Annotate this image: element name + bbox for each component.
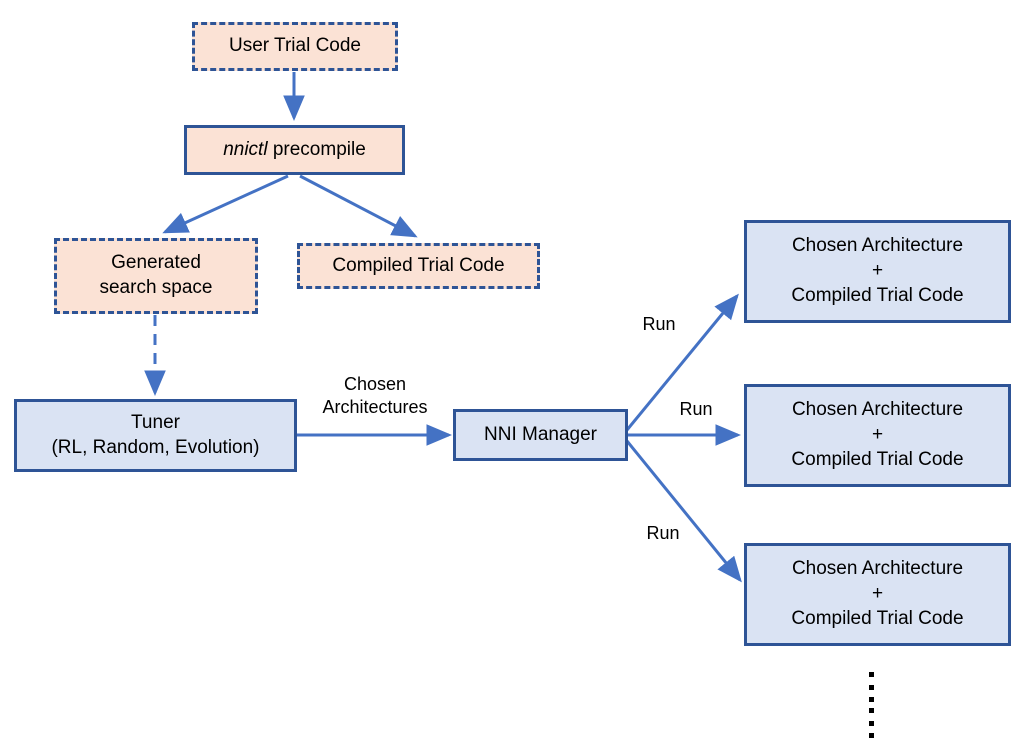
ellipsis-dot	[868, 720, 874, 726]
node-tuner-line2: (RL, Random, Evolution)	[51, 436, 260, 458]
node-user-trial-code[interactable]: User Trial Code	[192, 22, 398, 71]
nnictl-precompile-suffix: precompile	[267, 138, 366, 160]
node-trial-1-line2: +	[871, 260, 884, 282]
edge-label-run-bottom: Run	[646, 523, 680, 543]
ellipsis-dot	[868, 733, 874, 738]
edge-nnimanager-to-trial3	[625, 440, 742, 583]
edge-label-run-middle: Run	[679, 399, 713, 419]
node-tuner-line1: Tuner	[131, 411, 180, 433]
ellipsis-dot	[868, 697, 874, 702]
node-compiled-trial-code[interactable]: Compiled Trial Code	[297, 243, 540, 289]
node-trial-2-line1: Chosen Architecture	[791, 399, 964, 421]
edge-nnictl-to-compiledcode	[299, 174, 418, 238]
ellipsis-dot	[868, 708, 874, 713]
node-user-trial-code-label: User Trial Code	[229, 35, 361, 57]
node-trial-3-line2: +	[871, 583, 884, 605]
node-nnictl-precompile[interactable]: nnictl precompile	[184, 125, 405, 175]
ellipsis-dot	[868, 672, 874, 677]
edge-nnictl-to-searchspace	[162, 174, 289, 234]
node-trial-2-line2: +	[871, 424, 884, 446]
node-trial-3-line3: Compiled Trial Code	[791, 607, 964, 629]
node-trial-1[interactable]: Chosen Architecture + Compiled Trial Cod…	[744, 220, 1011, 323]
edge-label-chosen-architectures-line1: Chosen	[343, 374, 407, 394]
edge-label-chosen-architectures: Chosen Architectures	[300, 373, 450, 418]
node-nni-manager-label: NNI Manager	[484, 423, 597, 445]
node-tuner[interactable]: Tuner (RL, Random, Evolution)	[14, 399, 297, 472]
node-trial-1-line3: Compiled Trial Code	[791, 284, 964, 306]
ellipsis-dot	[868, 684, 874, 690]
node-trial-2-line3: Compiled Trial Code	[791, 448, 964, 470]
node-generated-search-space[interactable]: Generated search space	[54, 238, 258, 314]
ellipsis-top	[868, 672, 874, 702]
node-generated-search-space-line1: Generated	[111, 252, 201, 274]
node-trial-3[interactable]: Chosen Architecture + Compiled Trial Cod…	[744, 543, 1011, 646]
node-generated-search-space-line2: search space	[99, 277, 213, 298]
node-nni-manager[interactable]: NNI Manager	[453, 409, 628, 461]
nnictl-command-name: nnictl	[223, 138, 268, 160]
node-trial-2[interactable]: Chosen Architecture + Compiled Trial Cod…	[744, 384, 1011, 487]
node-nnictl-precompile-label: nnictl precompile	[223, 138, 366, 163]
edge-label-run-top: Run	[642, 314, 676, 334]
node-compiled-trial-code-label: Compiled Trial Code	[332, 254, 505, 276]
ellipsis-bottom	[868, 708, 874, 738]
node-trial-3-line1: Chosen Architecture	[791, 558, 964, 580]
node-trial-1-line1: Chosen Architecture	[791, 235, 964, 257]
edge-label-chosen-architectures-line2: Architectures	[322, 396, 428, 417]
